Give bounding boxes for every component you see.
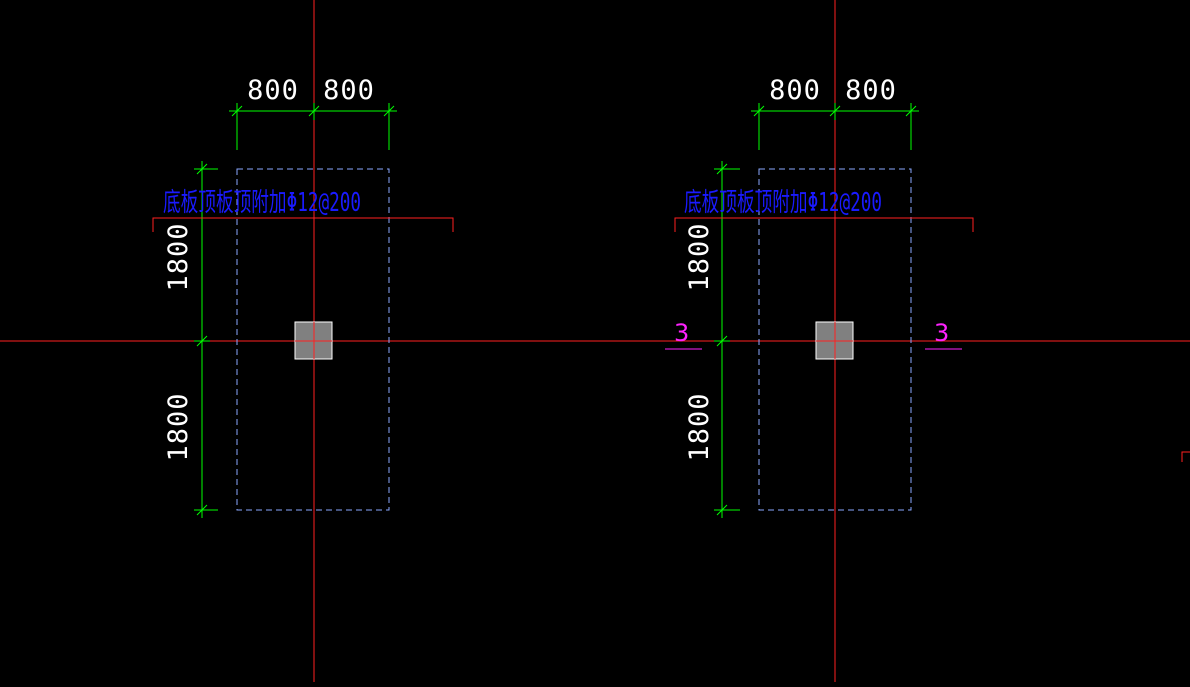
top-dimension [229, 103, 397, 150]
footing-outline [236, 168, 390, 511]
dim-lower: 1800 [163, 392, 194, 461]
dim-top-right: 800 [323, 75, 375, 106]
section-cut-left: 3 [665, 319, 702, 350]
edge-fragment [1181, 451, 1190, 462]
section-cut-right: 3 [925, 319, 962, 350]
rebar-note: 底板顶板顶附加Φ12@200 [684, 188, 882, 218]
section-label-left: 3 [674, 319, 689, 347]
section-label-right: 3 [934, 319, 949, 347]
dim-upper: 1800 [163, 222, 194, 291]
dim-top-left: 800 [769, 75, 821, 106]
footing-2: 800 800 1800 1800 底板顶板顶附加Φ12@200 3 3 [665, 75, 974, 518]
footing-1: 800 800 1800 1800 底板顶板顶附加Φ12@200 [152, 75, 454, 518]
rebar-note-line [152, 217, 454, 232]
dim-top-right: 800 [845, 75, 897, 106]
dim-upper: 1800 [684, 222, 715, 291]
top-dimension [751, 103, 919, 150]
dim-lower: 1800 [684, 392, 715, 461]
dim-top-left: 800 [247, 75, 299, 106]
footing-outline [758, 168, 912, 511]
left-dimension [194, 161, 218, 518]
rebar-note-line [674, 217, 974, 232]
left-dimension [714, 161, 740, 518]
rebar-note: 底板顶板顶附加Φ12@200 [163, 188, 361, 218]
